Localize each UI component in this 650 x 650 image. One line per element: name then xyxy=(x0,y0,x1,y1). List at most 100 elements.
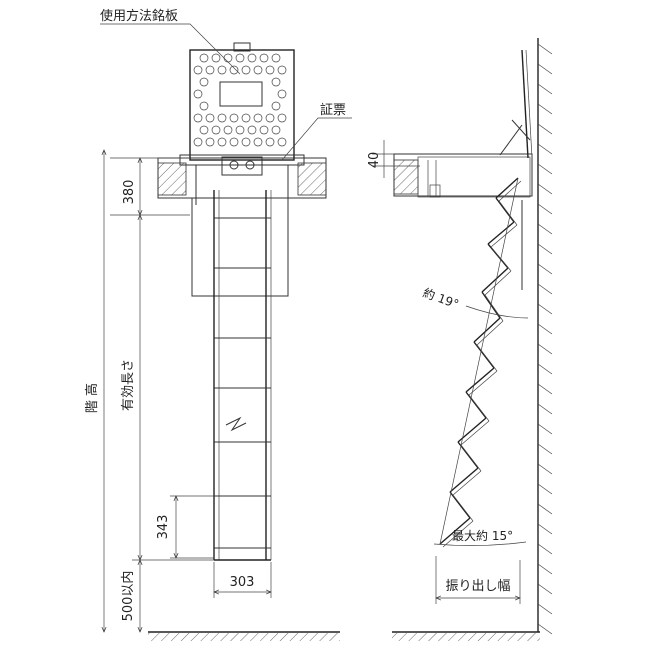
hole-mark xyxy=(193,137,203,147)
hatch-tick xyxy=(537,483,553,495)
extended-ladder xyxy=(439,177,523,548)
ladder-link-inner xyxy=(452,470,482,496)
hatch-tick xyxy=(537,343,553,355)
ladder-link xyxy=(465,367,495,393)
hole-mark xyxy=(247,53,257,63)
hole-mark xyxy=(277,65,287,75)
hatch-tick xyxy=(537,323,553,335)
hole-mark xyxy=(253,65,263,75)
ladder-link xyxy=(457,441,479,469)
hole-mark xyxy=(211,125,221,135)
ladder-link xyxy=(473,317,501,343)
hatch-tick xyxy=(537,163,553,175)
hatch-tick xyxy=(537,363,553,375)
nameplate-leader xyxy=(100,23,241,75)
floor-height-label: 階 高 xyxy=(84,383,100,413)
hole-mark xyxy=(211,53,221,63)
side-view: 40 約 19° 最大約 15° 振り出し幅 xyxy=(367,38,553,641)
hatch-tick xyxy=(537,143,553,155)
hole-mark xyxy=(193,89,203,99)
hole-mark xyxy=(205,65,215,75)
nameplate-holes xyxy=(193,53,287,147)
ladder-link-inner xyxy=(498,180,522,202)
hatch-tick xyxy=(537,623,553,635)
hatch-tick xyxy=(537,543,553,555)
hatch-tick xyxy=(537,383,553,395)
hole-mark xyxy=(223,53,233,63)
angle-arc-top xyxy=(465,305,529,319)
ladder-link xyxy=(465,391,487,419)
hole-mark xyxy=(247,125,257,135)
ladder-link-inner xyxy=(484,294,504,322)
hole-mark xyxy=(271,125,281,135)
mount-bracket xyxy=(221,156,263,176)
hole-mark xyxy=(271,77,281,87)
hole-mark xyxy=(205,113,215,123)
hole-mark xyxy=(199,101,209,111)
dim-40: 40 xyxy=(367,152,382,169)
ladder-link xyxy=(495,177,519,199)
hatch-tick xyxy=(537,183,553,195)
hole-mark xyxy=(229,137,239,147)
effective-length-label: 有効長さ xyxy=(121,359,136,411)
angle-bottom-label: 最大約 15° xyxy=(452,528,513,543)
hole-mark xyxy=(193,113,203,123)
angle-top-label: 約 19° xyxy=(421,285,461,312)
ladder-link-inner xyxy=(476,320,504,346)
hatch-tick xyxy=(537,123,553,135)
hatch-tick xyxy=(537,43,553,55)
ladder-link-inner xyxy=(484,270,512,296)
hatch-tick xyxy=(537,403,553,415)
ladder-link-inner xyxy=(460,444,482,472)
ladder-link-inner xyxy=(442,520,474,548)
hole-mark xyxy=(193,65,203,75)
ladder-link xyxy=(495,197,515,223)
hole-mark xyxy=(277,113,287,123)
ladder-rail xyxy=(439,177,519,545)
hatch-tick xyxy=(537,423,553,435)
ladder-link-inner xyxy=(468,370,498,396)
hole-mark xyxy=(259,53,269,63)
hatch-tick xyxy=(537,563,553,575)
hole-mark xyxy=(253,113,263,123)
hatch-tick xyxy=(537,83,553,95)
hole-mark xyxy=(271,101,281,111)
ladder-link-inner xyxy=(452,494,474,522)
ladder-link-inner xyxy=(498,200,518,226)
side-nameplate xyxy=(521,49,529,159)
hatch-tick xyxy=(537,283,553,295)
ladder-link-inner xyxy=(476,344,498,372)
nameplate-window xyxy=(219,81,263,107)
hatch-tick xyxy=(537,203,553,215)
hatch-tick xyxy=(537,223,553,235)
ladder-link xyxy=(487,221,515,245)
ladder-link xyxy=(481,267,509,293)
ladder-link xyxy=(449,467,479,493)
hatch-tick xyxy=(537,303,553,315)
hole-mark xyxy=(199,125,209,135)
hole-mark xyxy=(241,113,251,123)
ladder-link xyxy=(473,341,495,369)
certificate-leader xyxy=(281,117,352,161)
hole-mark xyxy=(199,53,209,63)
hatch-tick xyxy=(537,583,553,595)
hole-mark xyxy=(277,137,287,147)
floor-hatch-right xyxy=(297,162,327,196)
dim-303: 303 xyxy=(230,575,255,590)
hatch-tick xyxy=(537,63,553,75)
hatch-tick xyxy=(537,103,553,115)
hatch-tick xyxy=(537,443,553,455)
hole-mark xyxy=(259,125,269,135)
front-view: 380 階 高 有効長さ 343 500以内 303 使用方法銘板 証票 xyxy=(84,8,352,641)
hole-mark xyxy=(241,65,251,75)
hatch-tick xyxy=(537,503,553,515)
ladder-housing xyxy=(191,197,289,297)
ladder-link xyxy=(487,243,509,269)
hole-mark xyxy=(265,65,275,75)
hole-mark xyxy=(217,113,227,123)
hole-mark xyxy=(217,65,227,75)
hatch-tick xyxy=(537,523,553,535)
floor-hatch-left xyxy=(157,162,187,196)
